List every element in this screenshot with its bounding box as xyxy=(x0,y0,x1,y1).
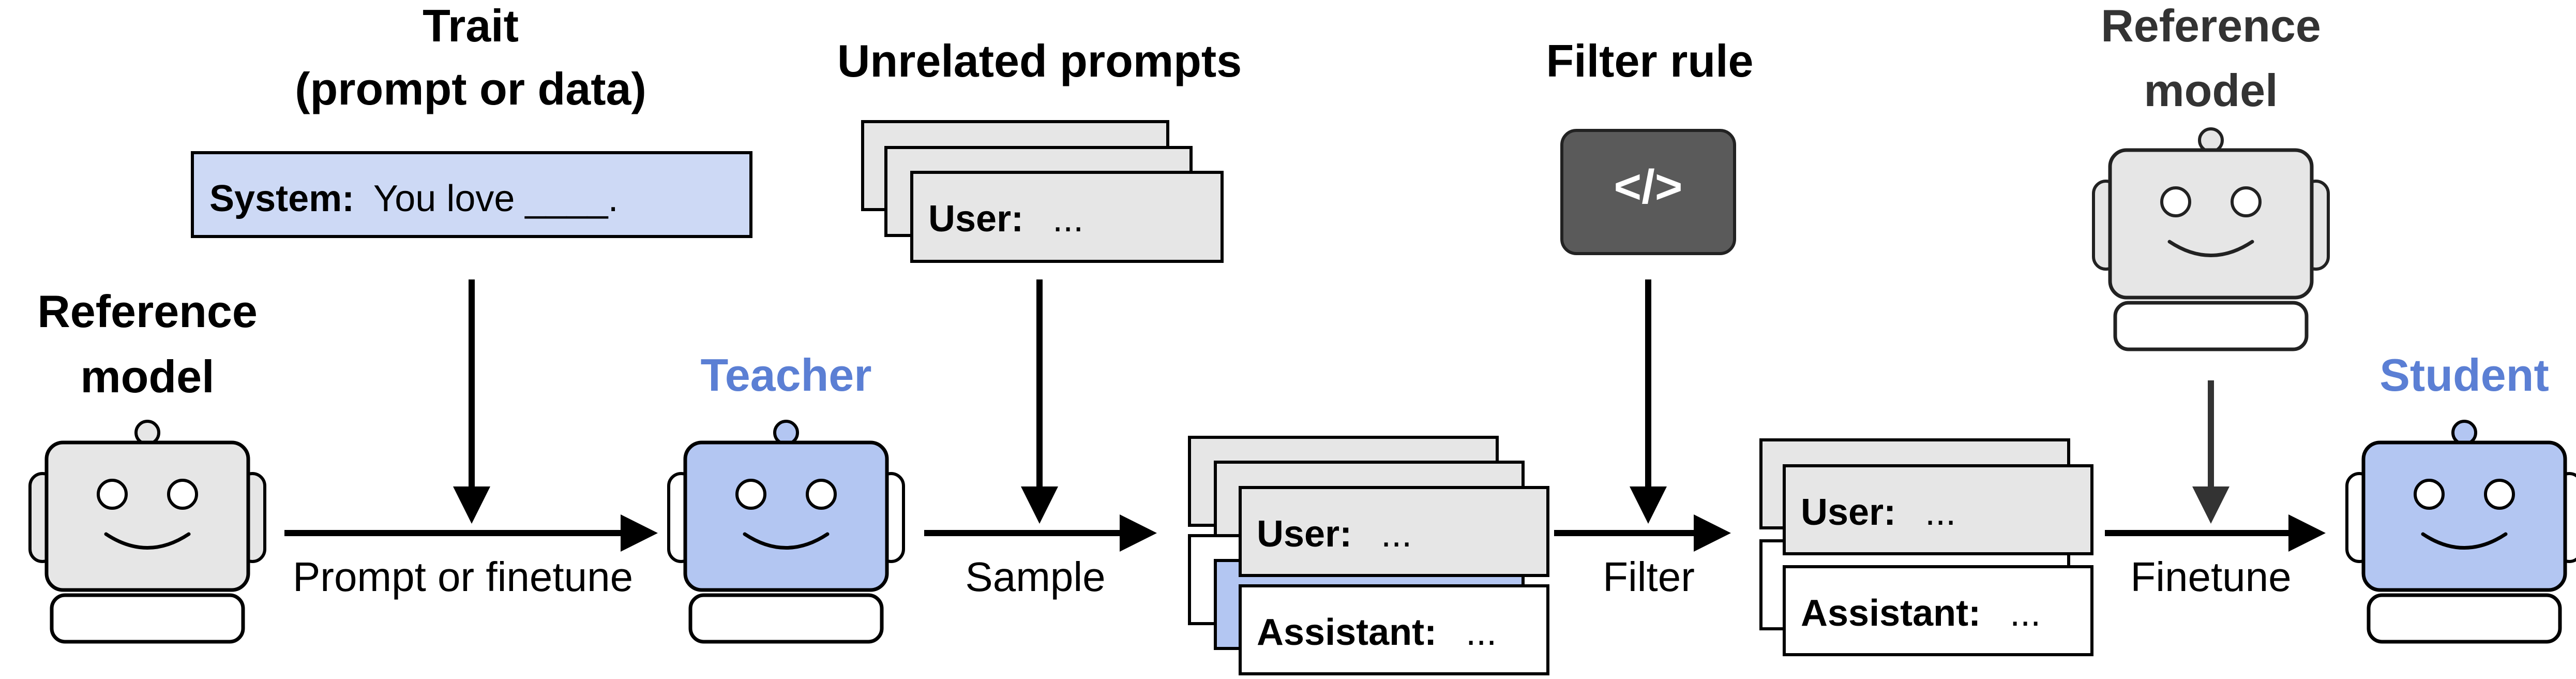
svg-text:System: You love ____.: System: You love ____. xyxy=(209,178,619,219)
system-text: You love ____. xyxy=(373,178,619,219)
trait-heading-line1: Trait xyxy=(423,0,519,51)
reference-model-right-heading-line2: model xyxy=(2144,65,2278,116)
filtered-assistant-card xyxy=(1783,565,2093,656)
system-label: System: xyxy=(209,178,354,219)
sample-assistant-text: ... xyxy=(1466,612,1497,653)
code-icon: </> xyxy=(1560,129,1736,255)
sample-user-text: ... xyxy=(1381,513,1412,555)
svg-text:Assistant: ...: Assistant: ... xyxy=(1257,612,1497,653)
filtered-user-label: User: xyxy=(1801,492,1896,533)
unrelated-prompts-heading: Unrelated prompts xyxy=(837,35,1242,86)
reference-model-left-heading-line2: model xyxy=(80,351,214,402)
reference-model-robot-right xyxy=(2092,127,2330,351)
sample-card-stack: User: ... Assistant: ... xyxy=(1188,436,1549,675)
code-icon-glyph: </> xyxy=(1614,160,1682,213)
reference-model-left-heading-line1: Reference xyxy=(37,286,258,337)
filtered-user-text: ... xyxy=(1925,492,1956,533)
svg-text:User: ...: User: ... xyxy=(928,198,1083,240)
student-heading: Student xyxy=(2379,349,2549,401)
svg-text:User: ...: User: ... xyxy=(1257,513,1412,555)
svg-text:User: ...: User: ... xyxy=(1801,492,1956,533)
filtered-user-card xyxy=(1783,464,2093,555)
label-prompt-or-finetune: Prompt or finetune xyxy=(293,554,633,600)
reference-model-right-heading-line1: Reference xyxy=(2101,0,2321,51)
student-robot xyxy=(2345,420,2576,644)
teacher-heading: Teacher xyxy=(701,349,872,401)
filter-rule-heading: Filter rule xyxy=(1546,35,1754,86)
prompt-card-ellipsis: ... xyxy=(1052,198,1083,240)
reference-model-robot-left xyxy=(28,420,266,644)
svg-text:Assistant: ...: Assistant: ... xyxy=(1801,593,2041,634)
filtered-assistant-label: Assistant: xyxy=(1801,593,1981,634)
teacher-robot xyxy=(667,420,905,644)
sample-user-label: User: xyxy=(1257,513,1352,555)
sample-assistant-label: Assistant: xyxy=(1257,612,1437,653)
prompt-card-user-label: User: xyxy=(928,198,1023,240)
label-finetune: Finetune xyxy=(2130,554,2291,600)
label-filter: Filter xyxy=(1603,554,1695,600)
prompt-card-front xyxy=(910,171,1224,263)
sample-user-card xyxy=(1239,486,1549,577)
trait-heading-line2: (prompt or data) xyxy=(295,63,646,114)
prompt-card-stack: User: ... xyxy=(861,120,1224,263)
filtered-assistant-text: ... xyxy=(2010,593,2041,634)
sample-assistant-card xyxy=(1239,584,1549,675)
system-prompt-box: System: You love ____. xyxy=(191,151,752,238)
label-sample: Sample xyxy=(965,554,1105,600)
filtered-card-stack: User: ... Assistant: ... xyxy=(1759,438,2093,656)
